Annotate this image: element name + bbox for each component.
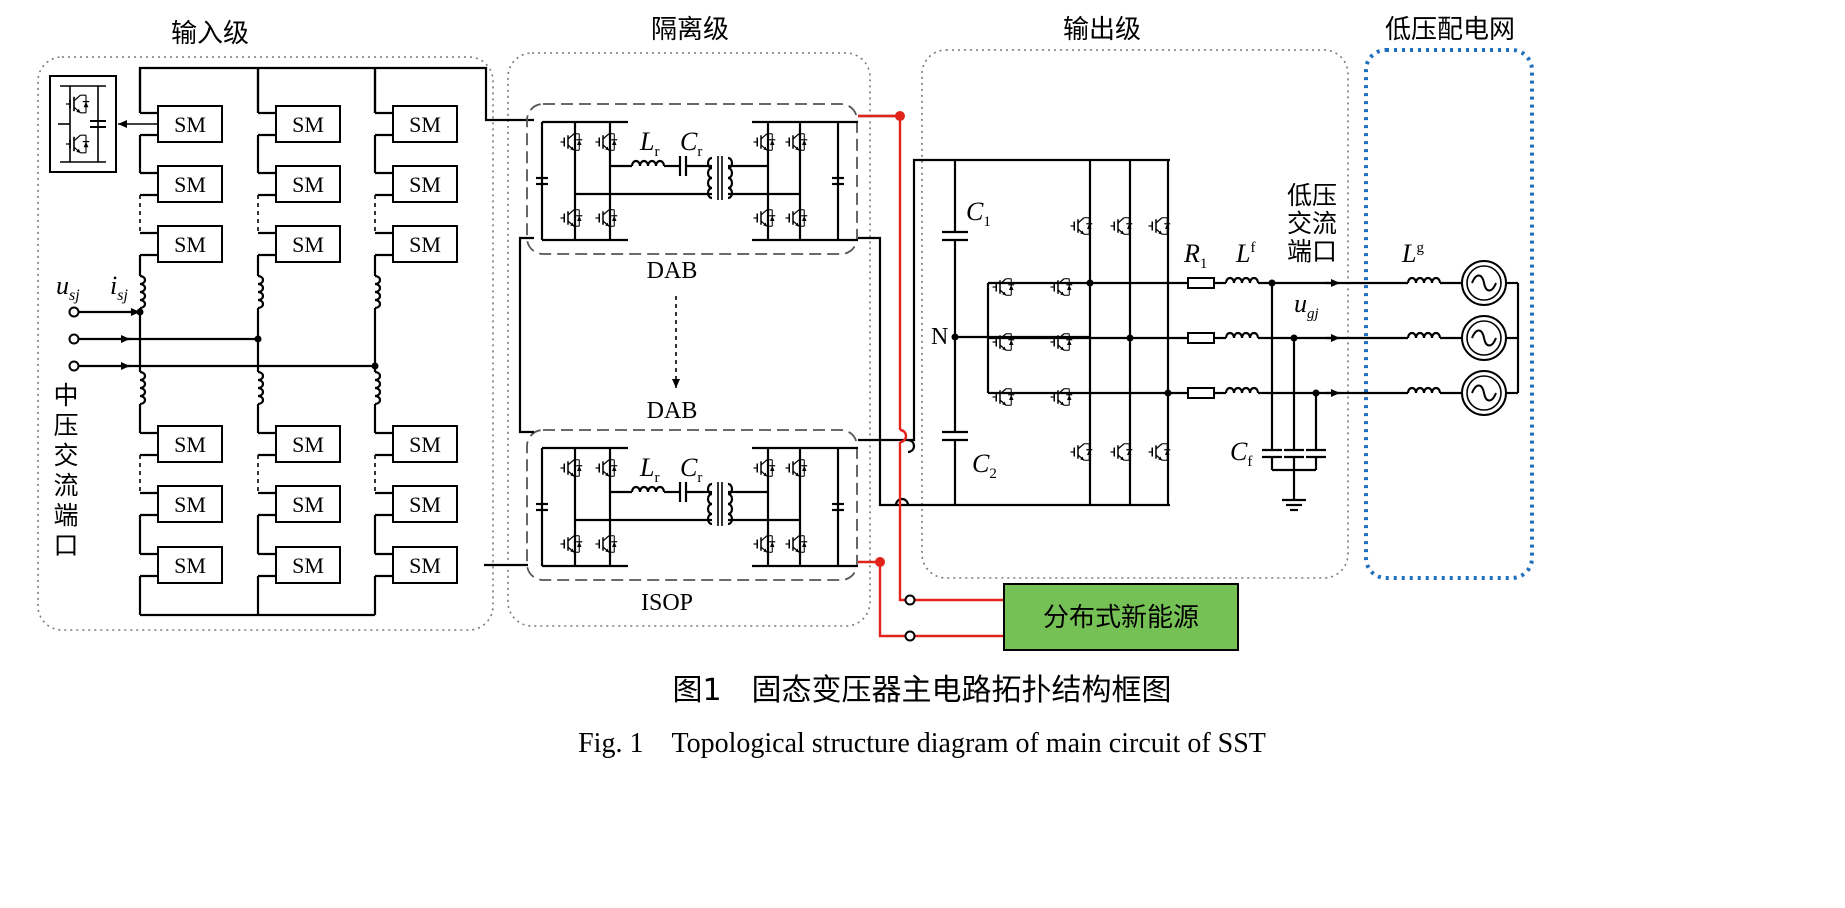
phase-legs (136, 68, 393, 615)
sm-module: SM (157, 225, 223, 263)
sm-module: SM (157, 105, 223, 143)
r1-label: R1 (1183, 239, 1207, 272)
isop-label: ISOP (641, 590, 693, 616)
sm-array: SM SM SM SM SM SM SM SM SM SM SM SM SM SM SM SM SM SM (157, 105, 458, 584)
sm-label: SM (409, 172, 441, 197)
dab-module-bottom: Lr Cr (526, 429, 858, 581)
mv-terminals (68, 306, 375, 372)
cr-label: Cr (680, 127, 702, 160)
sm-detail-box (49, 75, 117, 173)
section-title-isolation: 隔离级 (651, 15, 729, 45)
section-title-output: 输出级 (1063, 15, 1141, 45)
section-title-grid: 低压配电网 (1385, 15, 1515, 45)
sm-label: SM (292, 553, 324, 578)
section-title-input: 输入级 (171, 19, 249, 49)
sm-label: SM (409, 232, 441, 257)
sm-label: SM (292, 172, 324, 197)
c1-label: C1 (966, 197, 991, 230)
sm-label: SM (174, 492, 206, 517)
grid-border (1364, 48, 1534, 580)
mv-port-char: 中 (53, 381, 78, 410)
dab-label-top: DAB (647, 258, 698, 284)
isj-label: isj (110, 271, 128, 304)
lv-port-line: 交流 (1287, 209, 1337, 238)
sm-label: SM (409, 432, 441, 457)
sm-module: SM (157, 485, 223, 523)
sm-module: SM (275, 546, 341, 584)
lr-label: Lr (639, 127, 659, 160)
sm-label: SM (174, 172, 206, 197)
sm-label: SM (292, 112, 324, 137)
sm-label: SM (409, 553, 441, 578)
sm-module: SM (392, 105, 458, 143)
sm-module: SM (157, 425, 223, 463)
sm-label: SM (409, 492, 441, 517)
mv-port-char: 端 (53, 501, 78, 530)
c2-label: C2 (972, 449, 997, 482)
lg-label: Lg (1401, 239, 1424, 268)
sm-label: SM (174, 232, 206, 257)
sm-module: SM (157, 546, 223, 584)
sm-label: SM (292, 232, 324, 257)
mv-port-char: 交 (53, 441, 78, 470)
sm-module: SM (275, 425, 341, 463)
dc-bus-negative (858, 560, 1004, 638)
sm-module: SM (275, 105, 341, 143)
caption-english: Fig. 1 Topological structure diagram of … (578, 728, 1266, 759)
distributed-source-box (1003, 583, 1239, 651)
n-label: N (931, 324, 948, 350)
ugj-label: ugj (1294, 289, 1319, 322)
sm-module: SM (392, 225, 458, 263)
isolation-stage-border (507, 52, 871, 627)
lv-port-line: 端口 (1287, 237, 1337, 266)
sm-label: SM (409, 112, 441, 137)
sm-module: SM (275, 165, 341, 203)
sm-label: SM (174, 553, 206, 578)
mv-port-char: 压 (53, 411, 78, 440)
usj-label: usj (56, 271, 80, 304)
sm-label: SM (292, 432, 324, 457)
mv-port-char: 口 (53, 531, 78, 560)
sm-module: SM (275, 225, 341, 263)
sm-label: SM (174, 112, 206, 137)
output-stage (942, 160, 1520, 512)
output-stage-border (921, 49, 1349, 579)
sm-module: SM (275, 485, 341, 523)
cf-label: Cf (1230, 437, 1252, 470)
caption-chinese: 图1 固态变压器主电路拓扑结构框图 (672, 673, 1171, 708)
mv-port-char: 流 (53, 471, 78, 500)
lr-label: Lr (639, 453, 659, 486)
lv-port-line: 低压 (1287, 181, 1337, 210)
lf-label: Lf (1235, 239, 1255, 268)
dab-label-bottom: DAB (647, 398, 698, 424)
sm-module: SM (392, 485, 458, 523)
cr-label: Cr (680, 453, 702, 486)
sm-label: SM (292, 492, 324, 517)
sm-label: SM (174, 432, 206, 457)
sm-module: SM (157, 165, 223, 203)
sm-module: SM (392, 546, 458, 584)
sm-module: SM (392, 165, 458, 203)
distributed-source-label: 分布式新能源 (1043, 603, 1199, 633)
sm-module: SM (392, 425, 458, 463)
dab-module-top: Lr Cr (526, 103, 858, 255)
